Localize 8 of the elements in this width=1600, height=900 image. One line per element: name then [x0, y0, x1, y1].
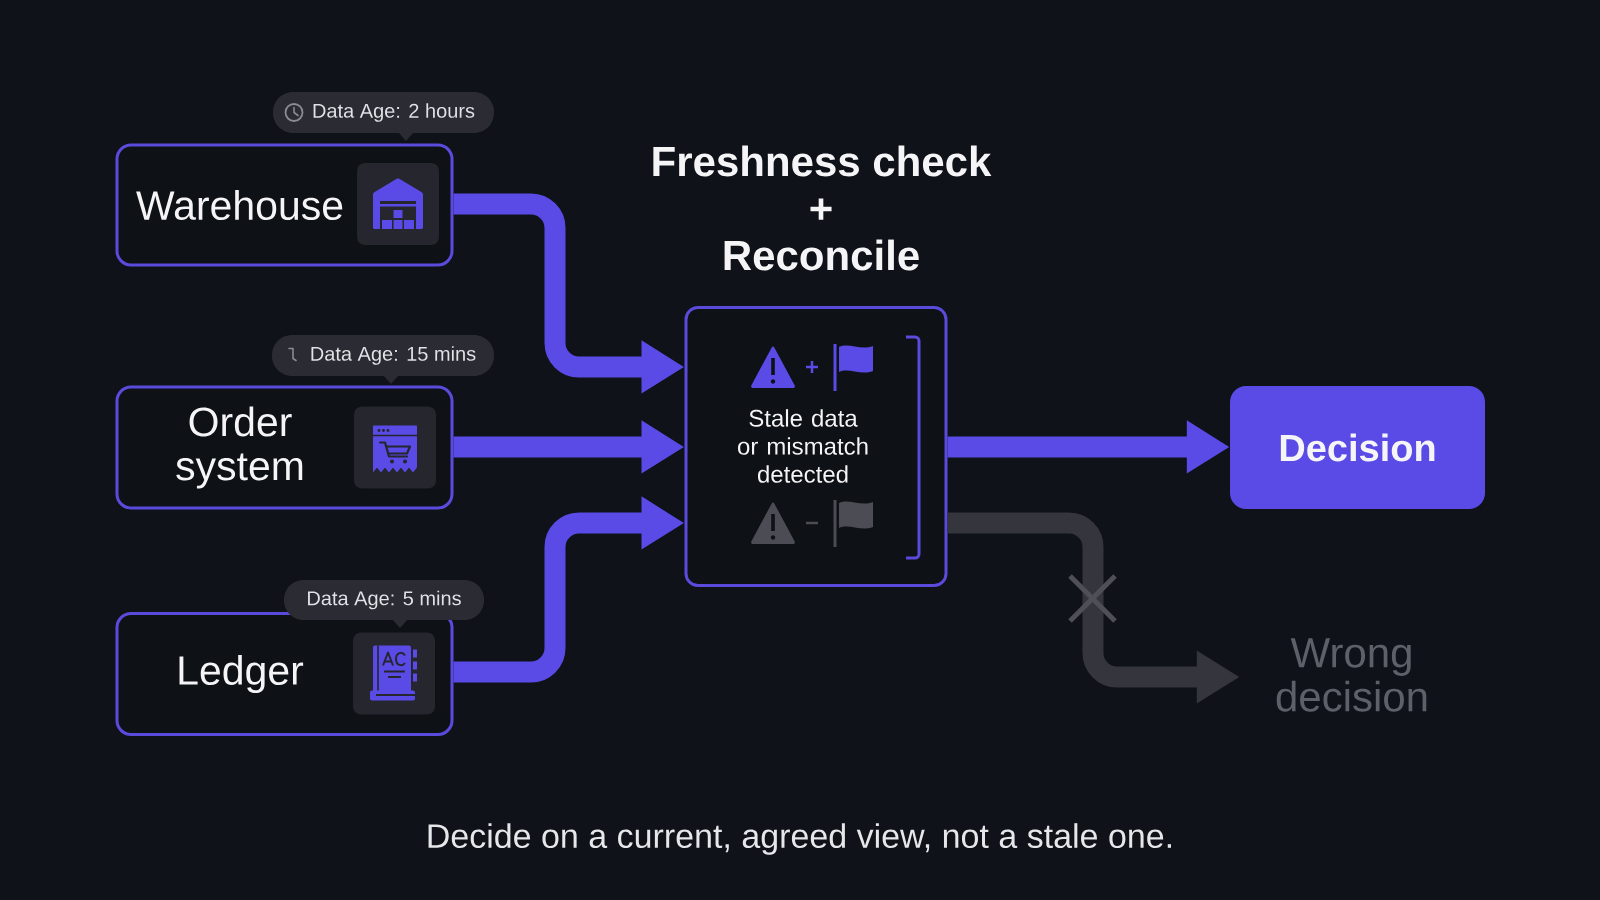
tooltip: Data Age: 2 hours: [273, 92, 494, 141]
tooltip: Data Age: 15 mins: [272, 335, 494, 384]
tooltip: Data Age: 5 mins: [284, 580, 484, 628]
process-box: Stale data or mismatch detected: [684, 306, 948, 587]
outcome-label: Wrong decision: [1276, 638, 1427, 712]
caption: Decide on a current, agreed view, not a stale one.: [428, 823, 1171, 855]
decision-box: Decision: [1230, 386, 1485, 509]
heading: Freshness check + Reconcile: [653, 145, 992, 271]
